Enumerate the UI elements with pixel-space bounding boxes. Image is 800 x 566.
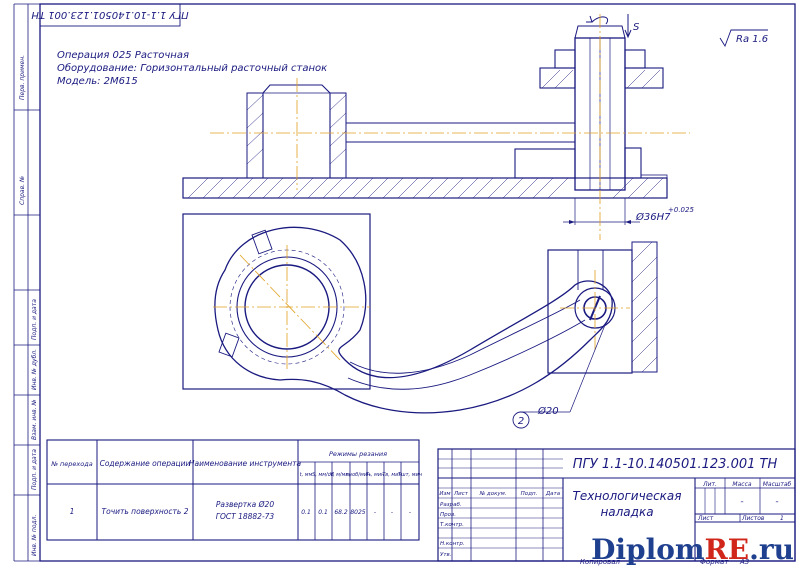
row-num: 1 [70,507,75,516]
margin-label-7: Инв. № подл. [31,515,38,556]
mass-value: - [740,497,743,507]
row-val-tsht: - [409,509,411,516]
copied-label: Копировал [580,558,621,566]
roughness-value: Ra 1.6 [736,34,768,45]
row-val-n: 8025 [350,509,365,516]
surface-number: 2 [518,416,524,427]
margin-label-5: Взам. инв. № [31,399,38,440]
top-stamp-code: ПГУ 1.1-10.140501.123.001 ТН [31,9,189,20]
feed-label: S [633,22,640,33]
title-line-1: Технологическая [572,489,681,503]
margin-label-6: Подп. и дата [31,449,38,490]
title-block: Изм Лист № докум. Подп. Дата Разраб. Про… [437,448,796,562]
margin-label-4: Инв. № дубл. [31,349,38,390]
watermark-part-3: .ru [749,533,794,566]
role-prov: Пров. [440,512,456,518]
document-code: ПГУ 1.1-10.140501.123.001 ТН [573,457,778,472]
top-stamp-box [39,3,181,27]
col-podp: Подп. [521,491,538,497]
margin-label-2: Справ. № [19,176,26,205]
sub-n: n, об/мин [346,472,371,478]
watermark-part-2: RE [704,533,750,566]
scale-value: - [775,497,778,507]
roughness-symbol: Ra 1.6 [719,29,768,48]
small-bore-dimension: Ø20 [537,405,559,417]
sheets-label: Листов [741,515,765,522]
row-val-v: 68.2 [334,509,348,516]
row-val-t0: - [374,509,376,516]
margin-label-3: Подп. и дата [31,299,38,340]
sheet-label: Лист [697,515,714,522]
bore-dimension: Ø36H7 [635,211,671,223]
role-nkontr: Н.контр. [440,541,465,547]
th-tool: Наименование инструмента [189,459,302,468]
operation-label: Операция 025 Расточная [57,50,189,61]
row-val-tv: - [391,509,393,516]
col-izm: Изм [439,491,450,497]
sub-t0: T₀, мин [366,472,385,478]
watermark-logo: DiplomRE.ru [591,533,794,566]
bore-tolerance: +0.025 [668,206,694,214]
role-tkontr: Т.контр. [440,522,464,528]
format-value: А3 [739,558,749,566]
title-line-2: наладка [600,505,653,519]
th-step: № перехода [50,460,93,468]
equipment-label: Оборудование: Горизонтальный расточный с… [57,62,327,74]
row-val-s: 0.1 [318,509,328,516]
operations-table: № перехода Содержание операции Наименова… [46,439,423,541]
workpiece-plan-view: 2 Ø20 [182,213,658,429]
th-modes: Режимы резания [329,450,387,458]
mass-head: Масса [732,481,751,488]
format-label: Формат [700,558,729,566]
base-hatch [187,177,664,199]
col-list: Лист [453,491,469,497]
model-label: Модель: 2М615 [57,76,138,87]
role-razrab: Разраб. [440,502,462,508]
col-doc: № докум. [478,491,506,497]
sheets-value: 1 [780,515,784,522]
margin-label-1: Перв. примен. [19,55,26,100]
machine-assembly-view: S Ø36H7 +0.025 [182,14,694,240]
sub-s: S, мм/об [312,472,334,478]
sub-v: V, м/мин [330,472,353,478]
row-content: Точить поверхность 2 [102,507,189,516]
drawing-frame [39,3,796,562]
row-val-t: 0.1 [301,509,311,516]
watermark-part-1: Diplom [591,533,705,566]
th-content: Содержание операции [100,459,191,468]
lit-head: Лит. [702,481,717,488]
col-date: Дата [545,491,561,497]
row-tool-2: ГОСТ 18882-73 [216,512,275,521]
scale-head: Масштаб [763,481,792,488]
sub-t: t, мм [300,472,313,478]
left-margin-strip: Перв. примен. Справ. № Подп. и дата Инв.… [13,3,40,562]
sub-tsht: Tшт, мин [398,472,423,478]
sub-tv: Tв, мин [382,472,402,478]
role-utv: Утв. [440,552,452,558]
row-tool-1: Развертка Ø20 [216,500,274,509]
